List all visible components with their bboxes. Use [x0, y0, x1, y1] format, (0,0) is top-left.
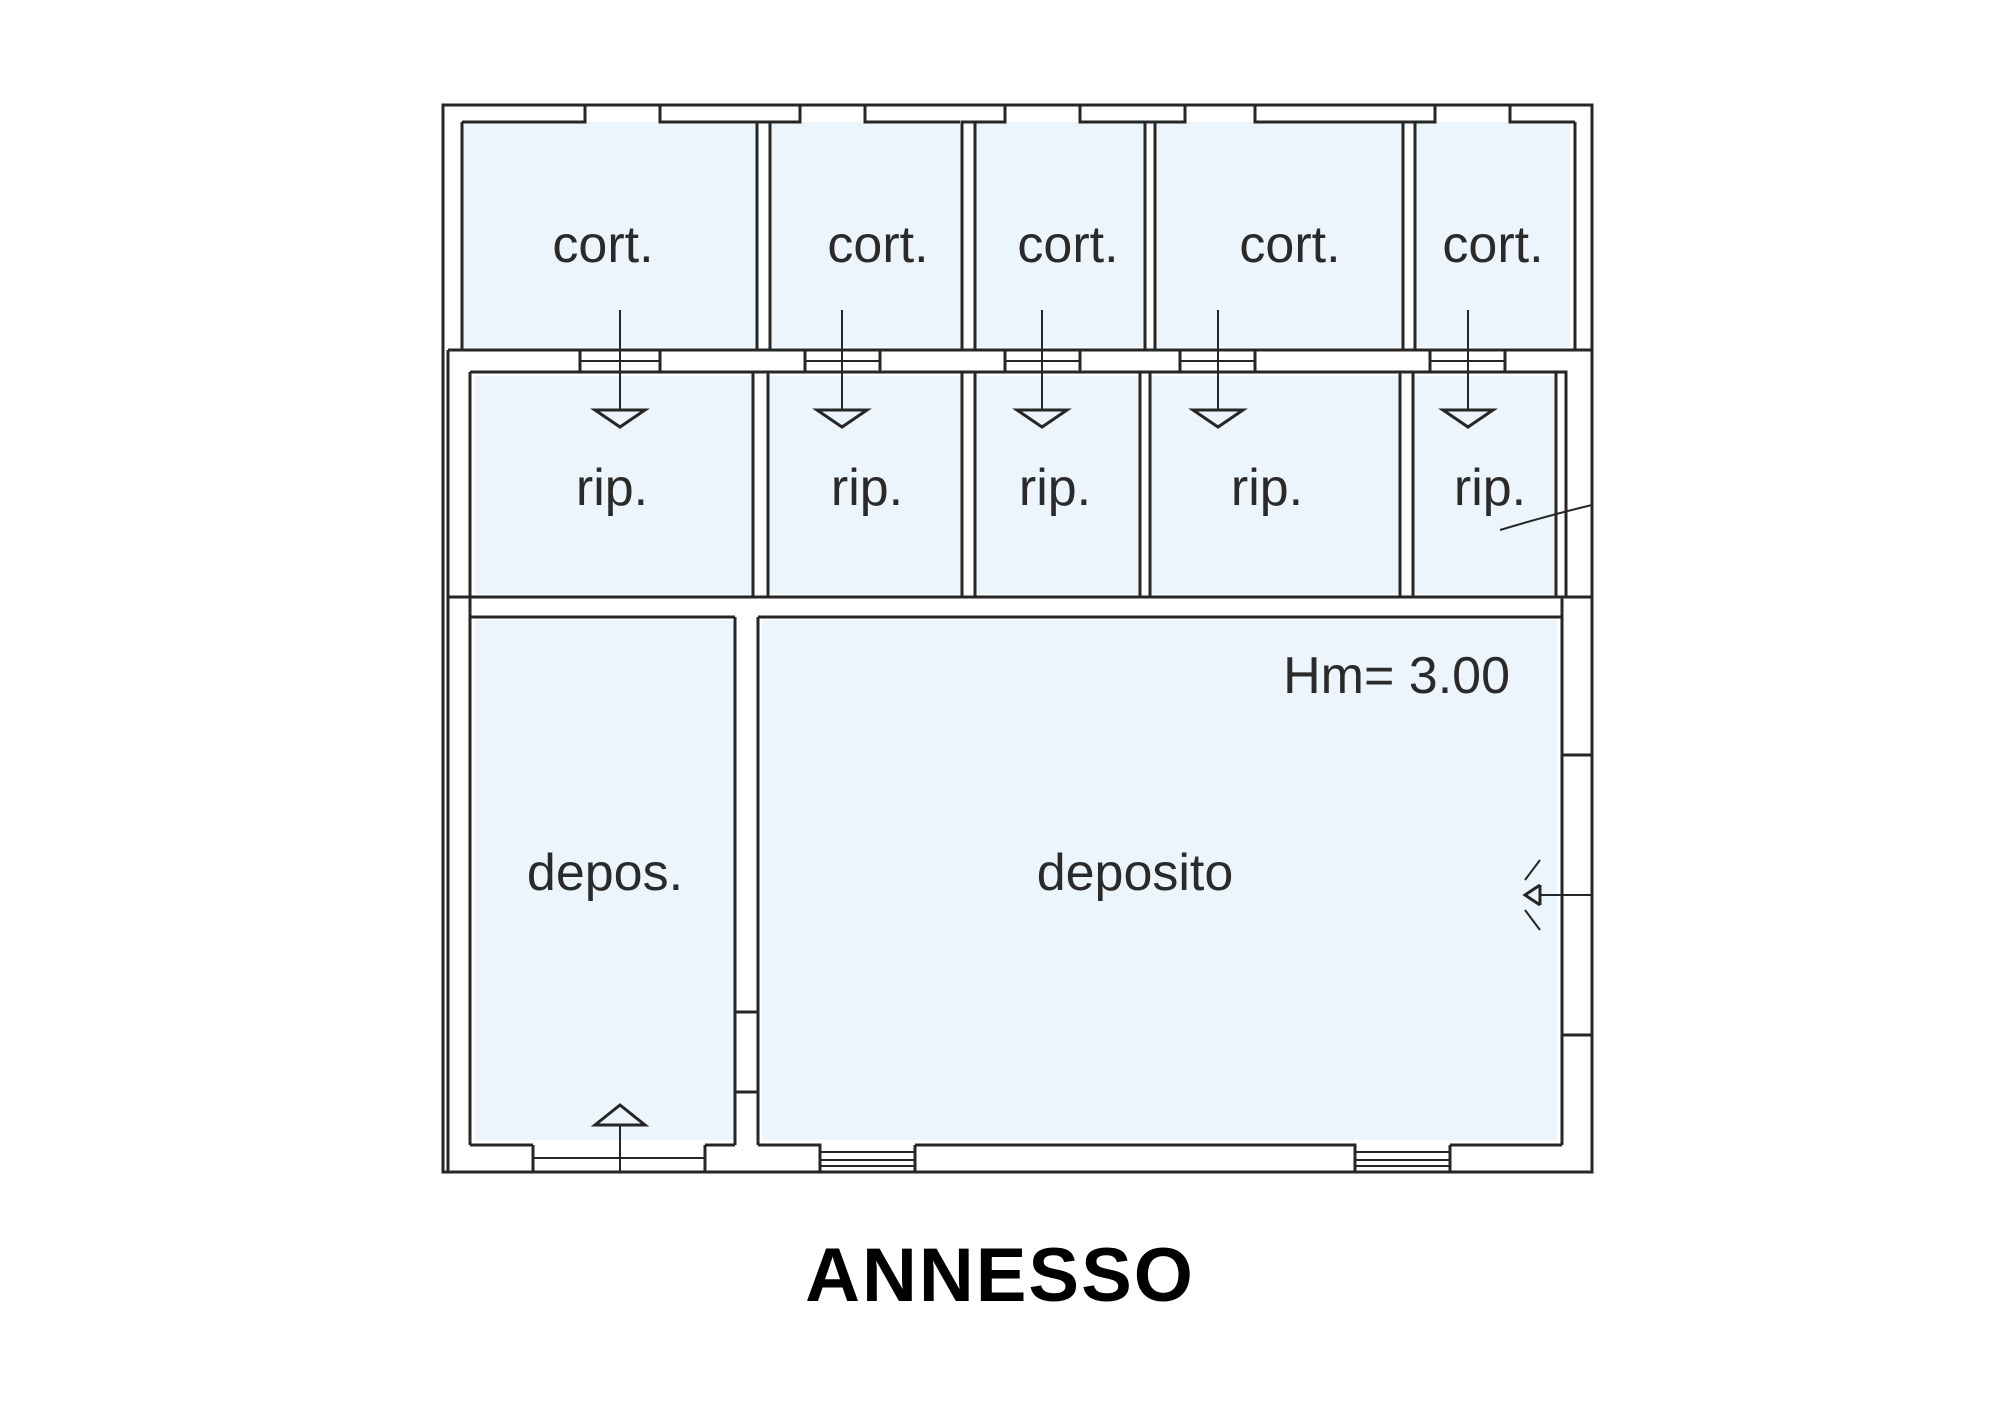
room-label-cort-3: cort.	[1017, 216, 1118, 274]
room-label-cort-4: cort.	[1239, 216, 1340, 274]
entry-arrow-icon	[1438, 310, 1498, 429]
height-note: Hm= 3.00	[1283, 647, 1510, 705]
right-opening	[1522, 617, 1594, 1145]
room-label-depos: depos.	[527, 844, 683, 902]
room-fills	[462, 122, 1570, 1140]
room-label-rip-3: rip.	[1019, 459, 1091, 517]
entry-arrows	[590, 310, 1498, 1172]
bottom-wall	[470, 1143, 1562, 1172]
room-label-cort-5: cort.	[1442, 216, 1543, 274]
room-label-cort-1: cort.	[552, 216, 653, 274]
deposit-partition	[733, 617, 760, 1145]
entry-arrow-icon	[1188, 310, 1248, 429]
room-label-deposito: deposito	[1037, 844, 1234, 902]
room-label-rip-1: rip.	[576, 459, 648, 517]
room-label-cort-2: cort.	[827, 216, 928, 274]
room-label-rip-2: rip.	[831, 459, 903, 517]
entry-arrow-icon	[590, 310, 650, 429]
plan-title: ANNESSO	[805, 1233, 1195, 1318]
room-label-rip-5: rip.	[1454, 459, 1526, 517]
top-openings	[462, 105, 1575, 124]
room-labels: cort. cort. cort. cort. cort. rip. rip. …	[527, 216, 1544, 902]
room-label-rip-4: rip.	[1231, 459, 1303, 517]
entry-arrow-icon	[590, 1103, 650, 1172]
lower-middle-wall	[448, 504, 1593, 619]
entry-arrow-icon	[812, 310, 872, 429]
entry-arrow-icon	[1012, 310, 1072, 429]
